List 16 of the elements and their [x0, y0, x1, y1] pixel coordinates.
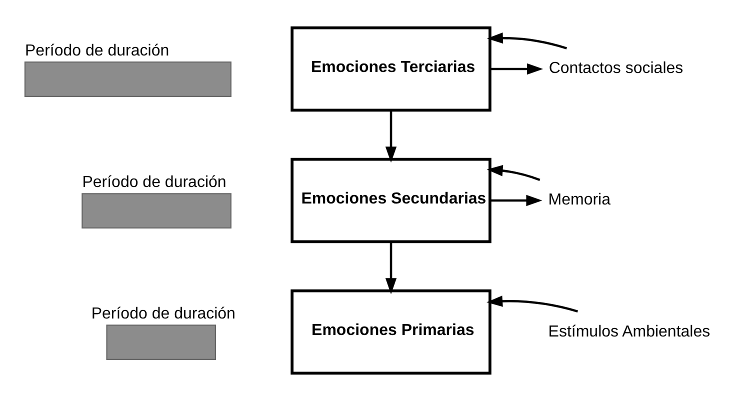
arrow — [490, 194, 542, 206]
arrow — [486, 296, 578, 313]
arrow — [490, 63, 543, 75]
node-box: Emociones Primarias — [290, 289, 491, 375]
node-box: Emociones Secundarias — [290, 158, 491, 244]
node-label: Período de duración — [90, 306, 235, 323]
node-label: Período de duración — [24, 42, 169, 60]
node-box: Emociones Terciarias — [290, 26, 491, 112]
arrow — [384, 242, 396, 294]
node-text: Contactos sociales — [548, 60, 683, 78]
arrow — [486, 32, 567, 50]
node-text: Estímulos Ambientales — [548, 323, 710, 340]
node-text: Memoria — [548, 192, 610, 209]
arrow — [384, 110, 396, 163]
node-label: Período de duración — [82, 174, 226, 192]
arrow — [486, 165, 540, 181]
